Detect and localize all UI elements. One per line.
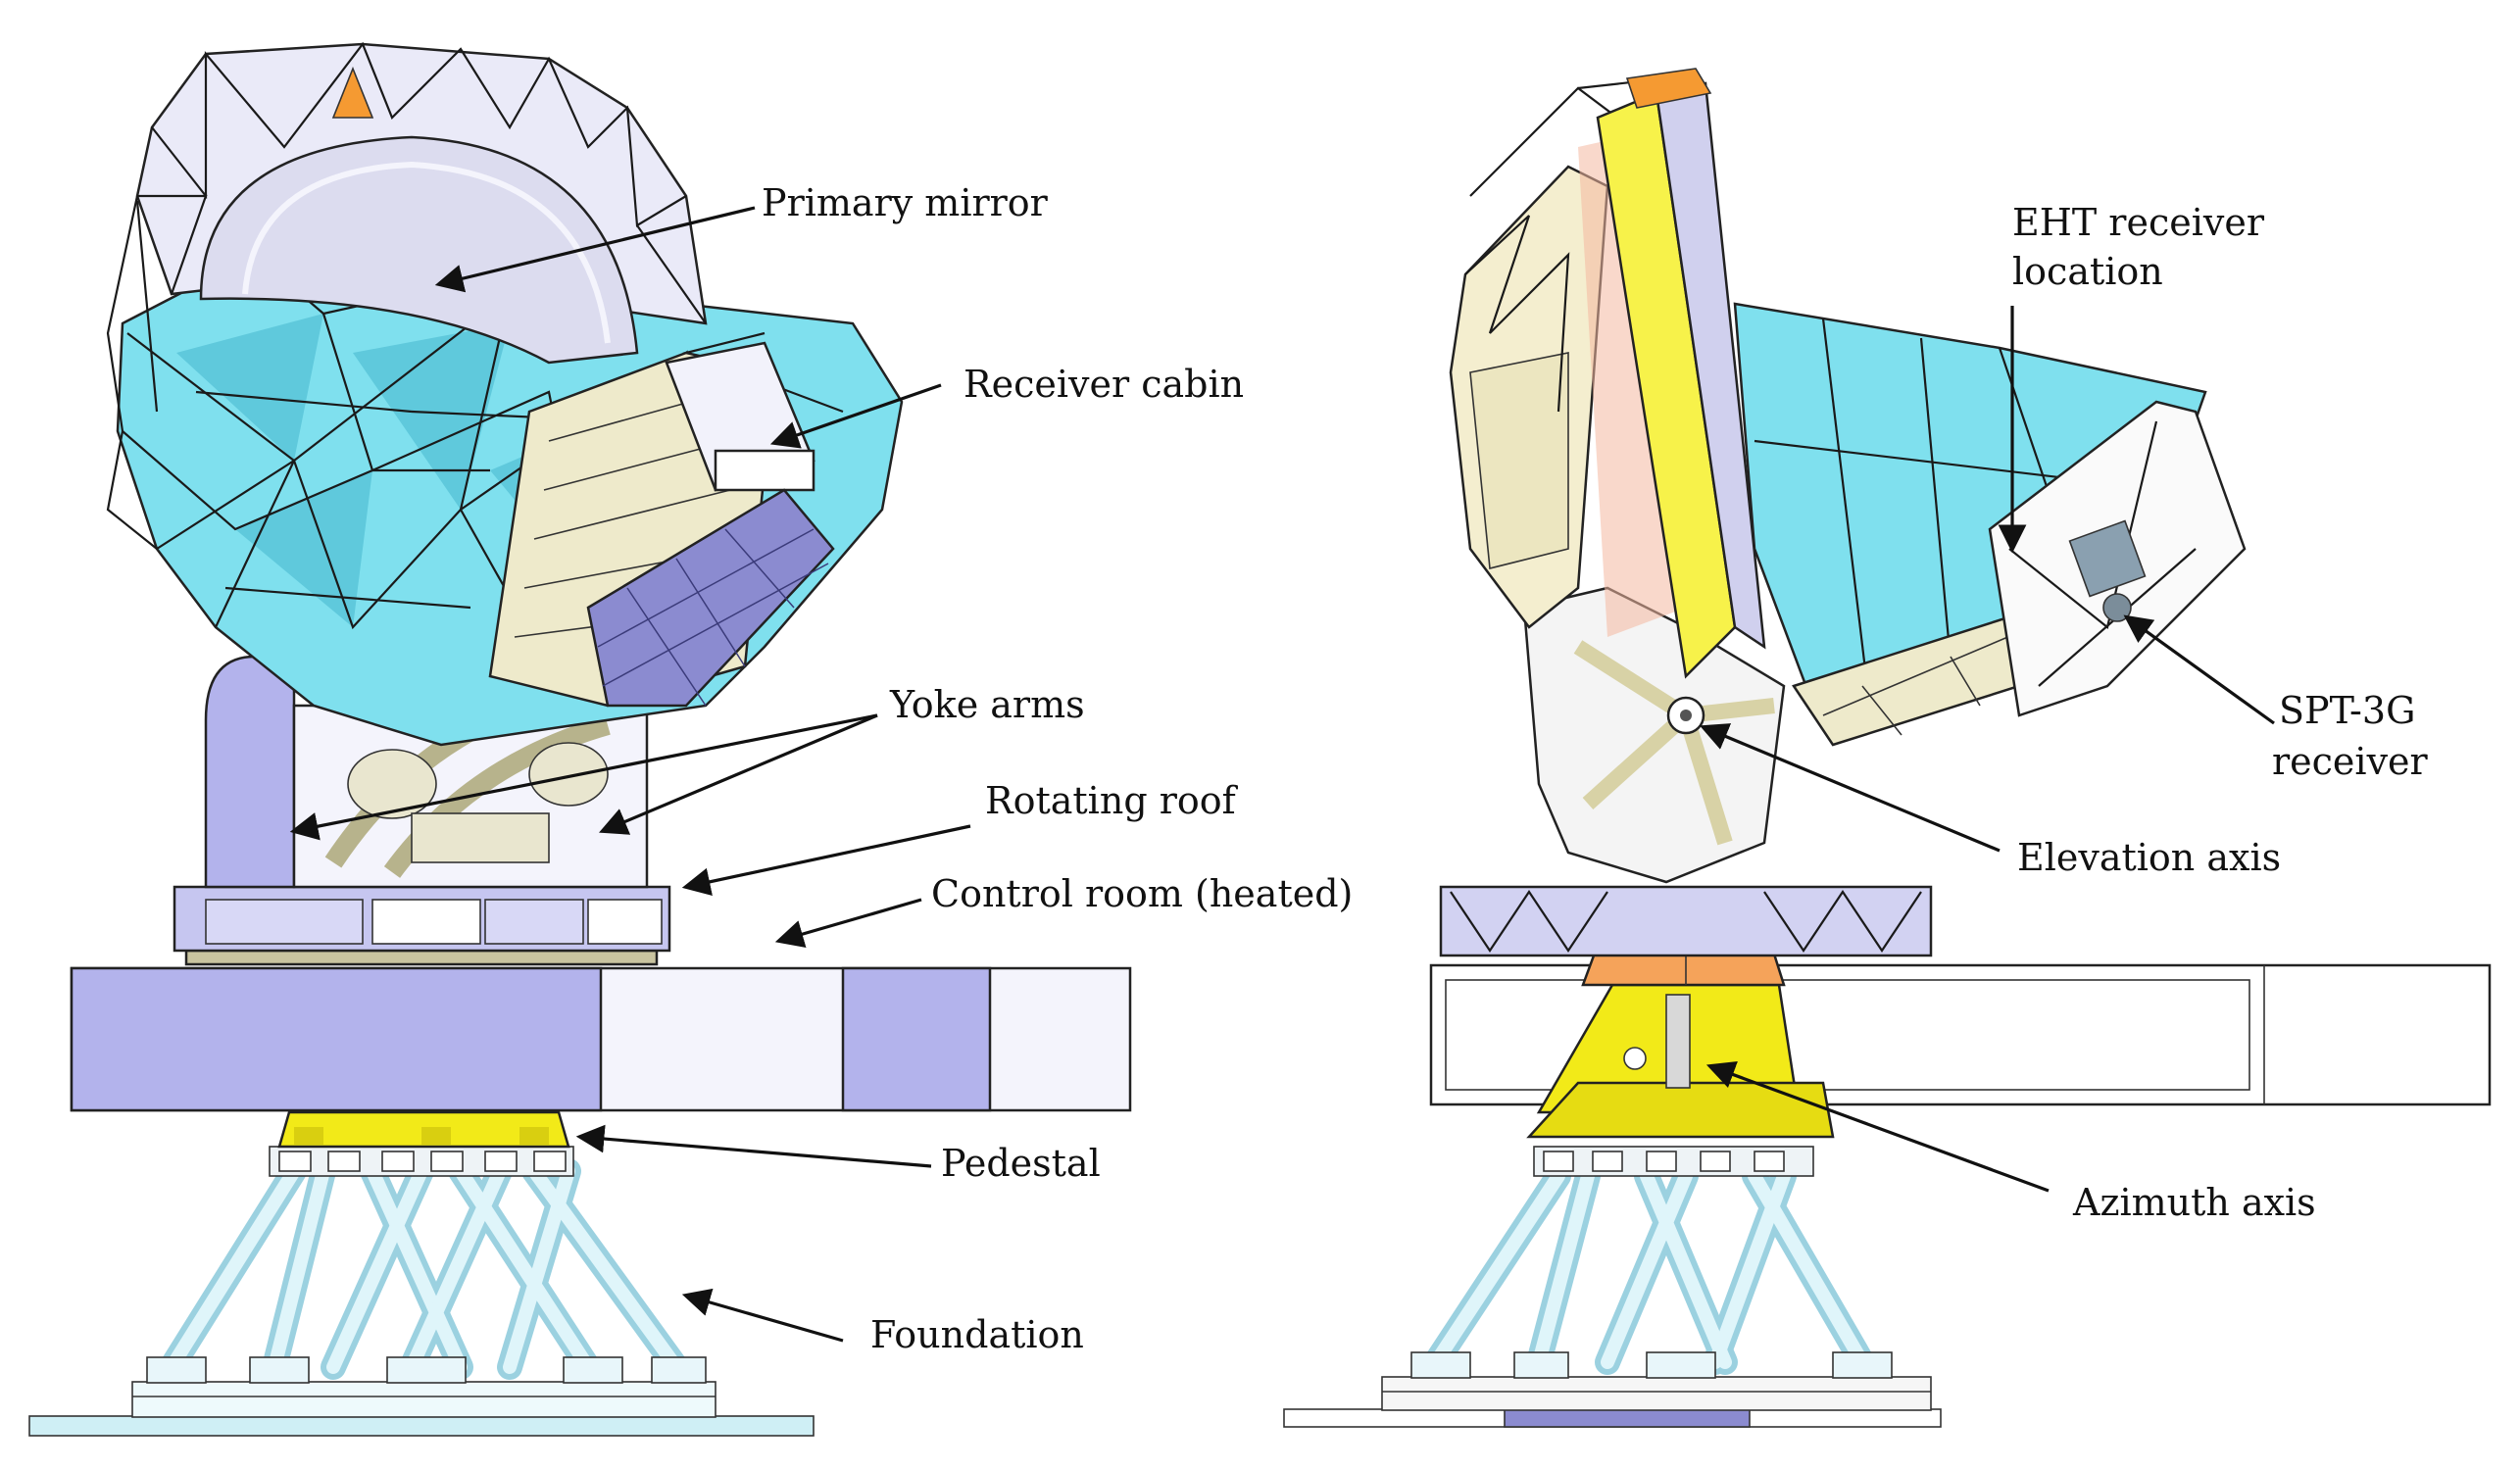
arrow-spt3g (2123, 614, 2275, 725)
arrow-yoke-arm-left (289, 713, 878, 841)
label-azimuth-axis: Azimuth axis (2072, 1181, 2316, 1224)
left-foundation (28, 1146, 815, 1437)
annotation-labels: Primary mirror Receiver cabin Yoke arms … (762, 181, 2429, 1356)
arrow-azimuth-axis (1705, 1060, 2050, 1193)
arrow-rotating-roof (681, 824, 971, 896)
arrow-foundation (681, 1288, 844, 1343)
label-spt3g-line2: receiver (2272, 740, 2429, 783)
label-spt3g-line1: SPT-3G (2279, 689, 2415, 732)
left-receiver-cabin (116, 253, 904, 747)
label-eht-receiver-line2: location (2012, 250, 2163, 293)
label-pedestal: Pedestal (941, 1142, 1101, 1185)
left-control-room (70, 966, 1132, 1112)
arrow-primary-mirror (434, 206, 756, 293)
arrow-pedestal (575, 1124, 932, 1168)
right-foundation (1283, 1146, 1942, 1428)
label-receiver-cabin: Receiver cabin (964, 363, 1244, 406)
label-primary-mirror: Primary mirror (762, 181, 1049, 224)
label-eht-receiver-line1: EHT receiver (2012, 201, 2265, 244)
right-mirror-backing (1449, 76, 1686, 637)
right-telescope-view (1283, 68, 2492, 1428)
annotation-arrows (289, 206, 2275, 1343)
arrow-elevation-axis (1700, 723, 2001, 853)
left-outer-truss (106, 195, 159, 550)
arrow-receiver-cabin (769, 383, 942, 449)
right-rotating-roof (1439, 885, 1933, 957)
left-pedestal (277, 1110, 570, 1149)
right-yoke (1522, 586, 1786, 884)
right-spt3g-frame (1988, 400, 2247, 717)
label-elevation-axis: Elevation axis (2017, 836, 2281, 879)
label-yoke-arms: Yoke arms (889, 683, 1085, 726)
label-rotating-roof: Rotating roof (985, 779, 1239, 822)
arrow-control-room (774, 898, 922, 949)
left-telescope-view (28, 41, 1132, 1437)
arrow-yoke-arm-right (599, 713, 878, 835)
right-primary-mirror (1596, 68, 1766, 679)
label-foundation: Foundation (870, 1313, 1084, 1356)
left-rotating-roof (173, 885, 671, 966)
label-control-room: Control room (heated) (931, 872, 1353, 915)
